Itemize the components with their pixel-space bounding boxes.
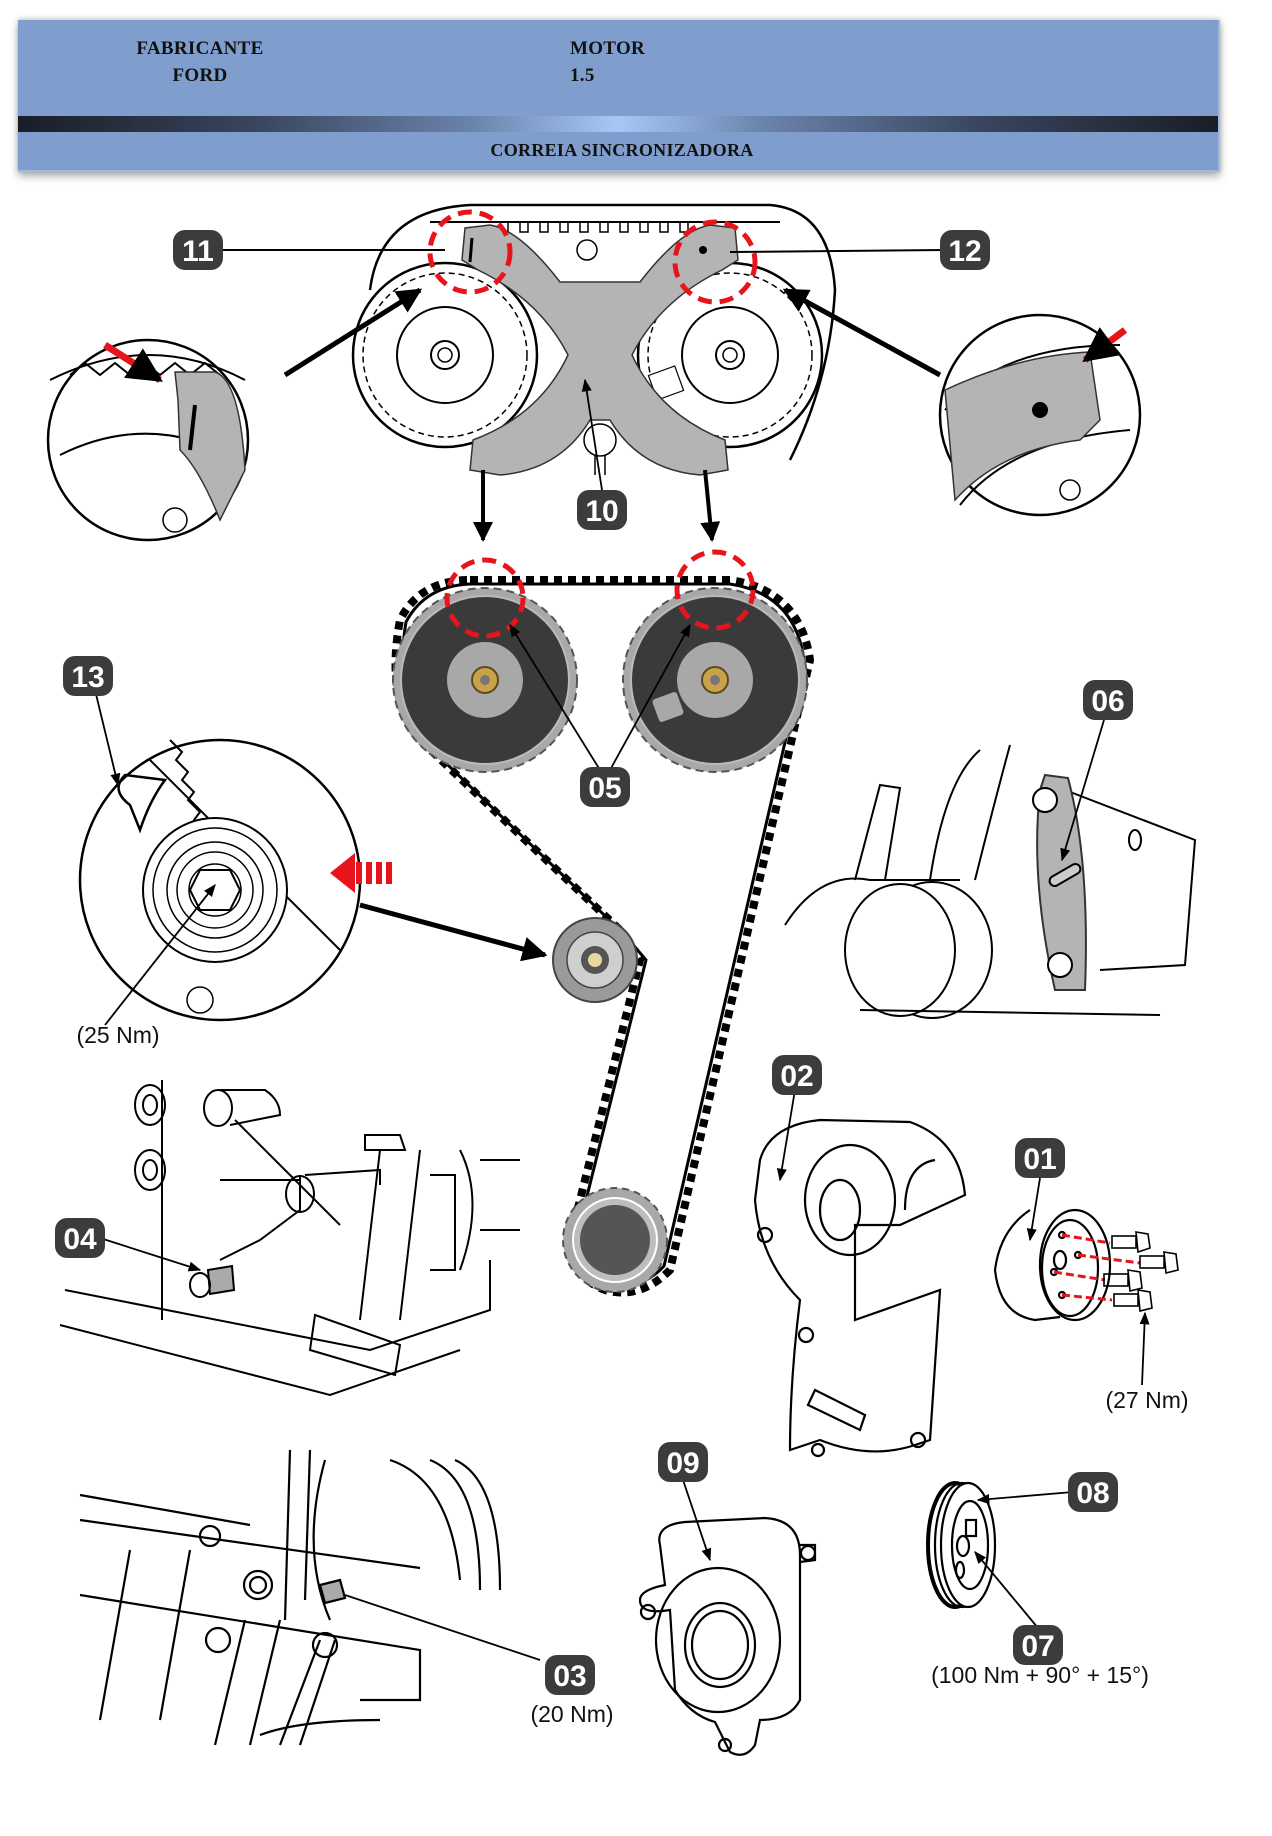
red-pointer-right xyxy=(1082,327,1128,363)
part-09-lower-cover xyxy=(638,1479,817,1756)
svg-text:04: 04 xyxy=(63,1223,97,1256)
svg-text:09: 09 xyxy=(666,1447,699,1480)
left-alignment-highlight xyxy=(427,209,513,295)
zoom-link-arrow-tensioner xyxy=(359,902,548,962)
callout-05: 05 xyxy=(580,767,630,807)
zoom-link-arrow-left xyxy=(283,287,423,378)
callout-07: 07 xyxy=(1013,1625,1063,1665)
pulley-bolts xyxy=(1103,1231,1179,1313)
callout-02: 02 xyxy=(772,1055,822,1095)
svg-text:11: 11 xyxy=(182,235,214,268)
part-04-pin xyxy=(206,1264,236,1296)
header-panel: FABRICANTE FORD MOTOR 1.5 CORREIA SINCRO… xyxy=(18,20,1220,172)
callout-11: 11 xyxy=(173,230,223,270)
red-direction-arrow xyxy=(330,853,355,893)
part-06-assembly xyxy=(784,719,1197,1019)
part-01-pulley xyxy=(993,1177,1179,1386)
zoom-link-arrow-right xyxy=(782,287,942,378)
belt-cover-outline xyxy=(368,203,837,461)
part-04-assembly xyxy=(59,1080,520,1397)
camshaft-locking-assembly xyxy=(218,203,946,542)
svg-text:10: 10 xyxy=(585,495,618,528)
header-divider-bar xyxy=(18,116,1218,132)
left-cam-bolt xyxy=(430,340,460,370)
callout-04: 04 xyxy=(55,1218,105,1258)
svg-text:12: 12 xyxy=(948,235,981,268)
engine-value: 1.5 xyxy=(570,65,595,86)
callout-01: 01 xyxy=(1015,1138,1065,1178)
callout-10: 10 xyxy=(577,490,627,530)
left-sprocket-highlight xyxy=(444,557,526,639)
svg-text:02: 02 xyxy=(780,1060,813,1093)
part-03-assembly xyxy=(79,1449,541,1746)
svg-text:01: 01 xyxy=(1023,1143,1056,1176)
right-cam-bolt xyxy=(715,340,745,370)
tool-mark-line xyxy=(468,237,474,263)
manufacturer-value: FORD xyxy=(172,65,228,86)
torque-pulley-bolts: (27 Nm) xyxy=(1105,1387,1188,1413)
left-detail-zoom xyxy=(46,287,423,542)
svg-text:07: 07 xyxy=(1021,1630,1054,1663)
callout-12: 12 xyxy=(940,230,990,270)
callout-06: 06 xyxy=(1083,680,1133,720)
tool-mark-dot xyxy=(699,246,707,254)
red-pointer-left xyxy=(103,342,163,383)
timing-belt-layout xyxy=(391,549,815,1297)
timing-belt xyxy=(391,576,815,1297)
torque-labels: (25 Nm) (27 Nm) (20 Nm) (100 Nm + 90° + … xyxy=(76,1022,1188,1727)
engine-label: MOTOR xyxy=(570,38,646,59)
torque-crank-bolt: (100 Nm + 90° + 15°) xyxy=(931,1662,1149,1688)
section-title: CORREIA SINCRONIZADORA xyxy=(490,140,754,160)
right-alignment-highlight xyxy=(672,219,758,305)
callout-08: 08 xyxy=(1068,1472,1118,1512)
right-detail-zoom xyxy=(782,287,1142,517)
camshaft-locking-tool xyxy=(461,224,739,476)
arrow-down-right xyxy=(700,469,721,542)
torque-tensioner: (25 Nm) xyxy=(76,1022,159,1048)
callout-13: 13 xyxy=(63,656,113,696)
svg-text:13: 13 xyxy=(71,661,104,694)
part-03-bolt xyxy=(318,1578,347,1605)
callout-badges: 11 12 10 05 13 06 02 01 04 09 08 07 03 xyxy=(55,230,1133,1695)
belt-top-teeth xyxy=(499,222,689,233)
callout-09: 09 xyxy=(658,1442,708,1482)
part-08-crank-pulley xyxy=(926,1481,1074,1629)
svg-text:06: 06 xyxy=(1091,685,1124,718)
part-02-timing-cover xyxy=(753,1089,967,1458)
svg-text:08: 08 xyxy=(1076,1477,1109,1510)
callout-03: 03 xyxy=(545,1655,595,1695)
svg-text:03: 03 xyxy=(553,1660,586,1693)
torque-bolt-03: (20 Nm) xyxy=(530,1701,613,1727)
right-sprocket-highlight xyxy=(674,549,756,631)
manufacturer-label: FABRICANTE xyxy=(136,38,264,59)
svg-text:05: 05 xyxy=(588,772,621,805)
tensioner-detail-zoom xyxy=(78,689,548,1026)
